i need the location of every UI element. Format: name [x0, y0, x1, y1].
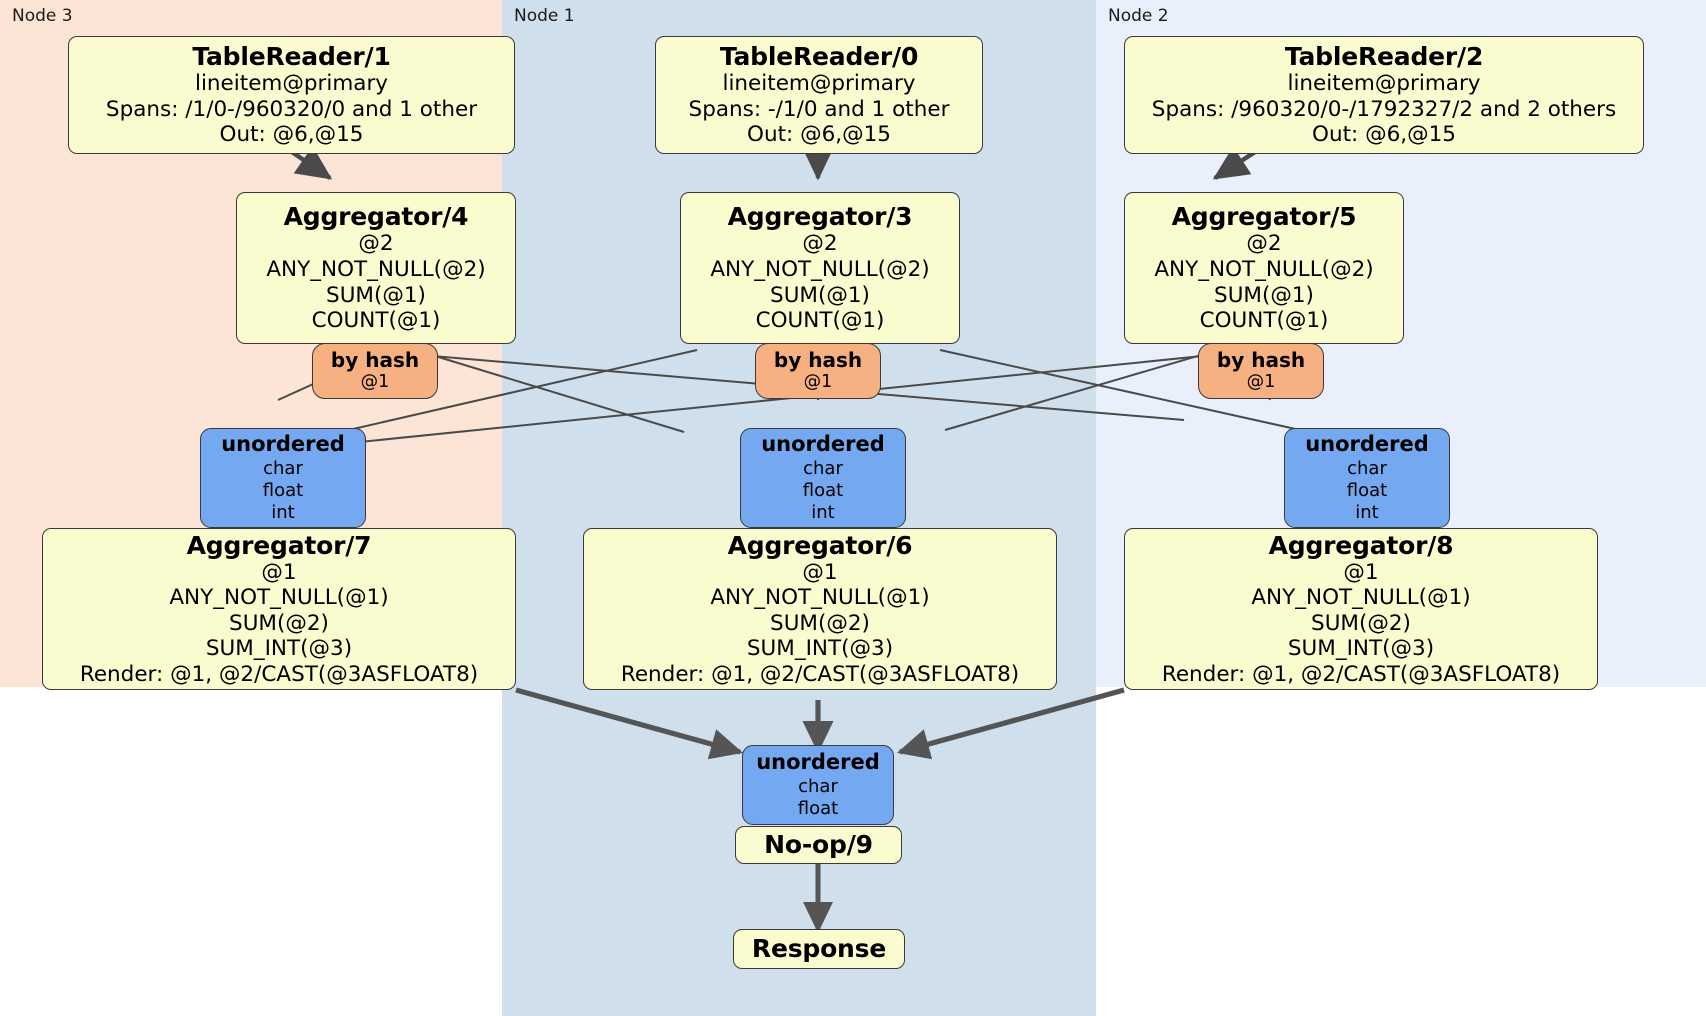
no-op-9-title: No-op/9 [764, 830, 873, 860]
tablereader-2-table: lineitem@primary [1287, 71, 1481, 97]
tablereader-2-spans: Spans: /960320/0-/1792327/2 and 2 others [1151, 96, 1617, 122]
router-center-node[interactable]: by hash @1 [755, 343, 881, 399]
aggregator-8-agg1: ANY_NOT_NULL(@1) [1251, 585, 1471, 611]
sync-center-type-2: float [802, 479, 844, 501]
aggregator-4-title: Aggregator/4 [283, 202, 469, 232]
router-right-column: @1 [1246, 372, 1276, 392]
panel-node-3-label: Node 3 [12, 6, 73, 26]
aggregator-4-agg3: COUNT(@1) [311, 308, 441, 334]
router-left-title: by hash [330, 348, 420, 372]
aggregator-6-node[interactable]: Aggregator/6 @1 ANY_NOT_NULL(@1) SUM(@2)… [583, 528, 1057, 690]
aggregator-5-title: Aggregator/5 [1171, 202, 1357, 232]
aggregator-3-agg1: ANY_NOT_NULL(@2) [710, 256, 930, 282]
sync-right-type-3: int [1355, 501, 1379, 523]
tablereader-2-title: TableReader/2 [1284, 42, 1484, 72]
aggregator-7-agg1: ANY_NOT_NULL(@1) [169, 585, 389, 611]
sync-right-title: unordered [1305, 432, 1429, 457]
aggregator-6-agg3: SUM_INT(@3) [746, 636, 894, 662]
aggregator-3-node[interactable]: Aggregator/3 @2 ANY_NOT_NULL(@2) SUM(@1)… [680, 192, 960, 344]
aggregator-5-node[interactable]: Aggregator/5 @2 ANY_NOT_NULL(@2) SUM(@1)… [1124, 192, 1404, 344]
aggregator-7-title: Aggregator/7 [186, 530, 372, 560]
panel-node-2-label: Node 2 [1108, 6, 1169, 26]
aggregator-8-render: Render: @1, @2/CAST(@3ASFLOAT8) [1161, 661, 1561, 687]
sync-final-title: unordered [756, 750, 880, 775]
aggregator-5-agg3: COUNT(@1) [1199, 308, 1329, 334]
sync-left-type-3: int [271, 501, 295, 523]
sync-left-type-2: float [262, 479, 304, 501]
sync-left-node[interactable]: unordered char float int [200, 428, 366, 528]
router-right-node[interactable]: by hash @1 [1198, 343, 1324, 399]
aggregator-4-group: @2 [358, 231, 394, 257]
aggregator-7-node[interactable]: Aggregator/7 @1 ANY_NOT_NULL(@1) SUM(@2)… [42, 528, 516, 690]
tablereader-0-spans: Spans: -/1/0 and 1 other [688, 96, 950, 122]
sync-center-node[interactable]: unordered char float int [740, 428, 906, 528]
aggregator-6-agg1: ANY_NOT_NULL(@1) [710, 585, 930, 611]
aggregator-7-agg2: SUM(@2) [229, 610, 329, 636]
aggregator-5-agg1: ANY_NOT_NULL(@2) [1154, 256, 1374, 282]
aggregator-4-agg1: ANY_NOT_NULL(@2) [266, 256, 486, 282]
aggregator-3-group: @2 [802, 231, 838, 257]
no-op-9-node[interactable]: No-op/9 [735, 826, 902, 864]
tablereader-1-node[interactable]: TableReader/1 lineitem@primary Spans: /1… [68, 36, 515, 154]
sync-right-type-1: char [1347, 457, 1387, 479]
sync-right-type-2: float [1346, 479, 1388, 501]
router-right-title: by hash [1216, 348, 1306, 372]
aggregator-7-render: Render: @1, @2/CAST(@3ASFLOAT8) [79, 661, 479, 687]
tablereader-2-node[interactable]: TableReader/2 lineitem@primary Spans: /9… [1124, 36, 1644, 154]
aggregator-8-agg3: SUM_INT(@3) [1287, 636, 1435, 662]
tablereader-1-title: TableReader/1 [192, 42, 391, 72]
aggregator-5-group: @2 [1246, 231, 1282, 257]
aggregator-4-node[interactable]: Aggregator/4 @2 ANY_NOT_NULL(@2) SUM(@1)… [236, 192, 516, 344]
router-center-title: by hash [773, 348, 863, 372]
sync-center-type-3: int [811, 501, 835, 523]
aggregator-6-agg2: SUM(@2) [770, 610, 870, 636]
sync-final-type-1: char [798, 775, 838, 797]
aggregator-8-node[interactable]: Aggregator/8 @1 ANY_NOT_NULL(@1) SUM(@2)… [1124, 528, 1598, 690]
aggregator-3-title: Aggregator/3 [727, 202, 913, 232]
sync-left-type-1: char [263, 457, 303, 479]
tablereader-1-spans: Spans: /1/0-/960320/0 and 1 other [105, 96, 478, 122]
aggregator-7-group: @1 [261, 559, 297, 585]
tablereader-0-node[interactable]: TableReader/0 lineitem@primary Spans: -/… [655, 36, 983, 154]
tablereader-1-out: Out: @6,@15 [219, 122, 364, 148]
sync-center-title: unordered [761, 432, 885, 457]
response-node[interactable]: Response [733, 929, 905, 969]
aggregator-3-agg2: SUM(@1) [770, 282, 870, 308]
aggregator-8-agg2: SUM(@2) [1311, 610, 1411, 636]
tablereader-0-out: Out: @6,@15 [747, 122, 891, 148]
aggregator-6-group: @1 [802, 559, 838, 585]
aggregator-3-agg3: COUNT(@1) [755, 308, 885, 334]
tablereader-0-title: TableReader/0 [719, 42, 919, 72]
aggregator-7-agg3: SUM_INT(@3) [205, 636, 353, 662]
tablereader-2-out: Out: @6,@15 [1312, 122, 1456, 148]
sync-right-node[interactable]: unordered char float int [1284, 428, 1450, 528]
router-center-column: @1 [803, 372, 833, 392]
sync-final-node[interactable]: unordered char float [742, 745, 894, 825]
sync-center-type-1: char [803, 457, 843, 479]
router-left-node[interactable]: by hash @1 [312, 343, 438, 399]
router-left-column: @1 [360, 372, 390, 392]
aggregator-8-group: @1 [1343, 559, 1379, 585]
aggregator-4-agg2: SUM(@1) [326, 282, 426, 308]
panel-node-1-label: Node 1 [514, 6, 575, 26]
tablereader-1-table: lineitem@primary [194, 71, 389, 97]
aggregator-5-agg2: SUM(@1) [1214, 282, 1314, 308]
aggregator-6-title: Aggregator/6 [727, 530, 913, 560]
response-title: Response [751, 934, 887, 964]
tablereader-0-table: lineitem@primary [722, 71, 916, 97]
aggregator-8-title: Aggregator/8 [1268, 530, 1454, 560]
sync-left-title: unordered [221, 432, 345, 457]
sync-final-type-2: float [797, 797, 839, 819]
aggregator-6-render: Render: @1, @2/CAST(@3ASFLOAT8) [620, 661, 1020, 687]
